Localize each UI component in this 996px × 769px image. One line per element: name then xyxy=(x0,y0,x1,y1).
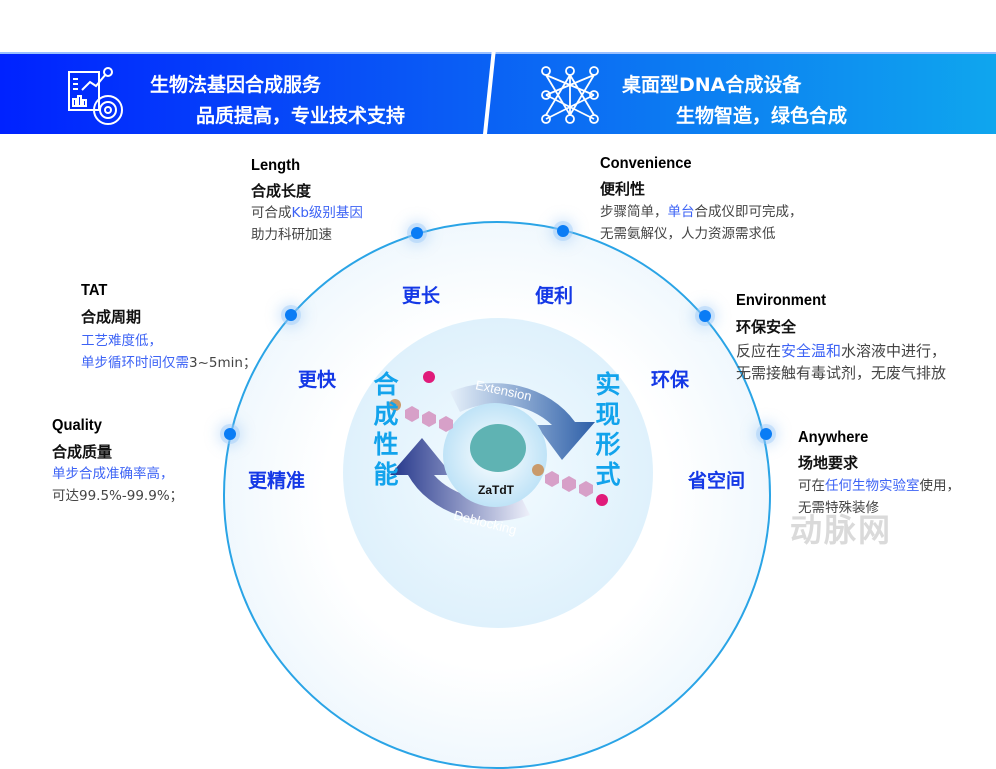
banner-left-title: 生物法基因合成服务 xyxy=(150,74,322,96)
watermark-logo: 动脉网 xyxy=(790,511,893,549)
quality-desc: 单步合成准确率高， 可达99.5%-99.9%； xyxy=(52,463,183,507)
keyword-quality: 更精准 xyxy=(248,470,306,492)
environment-desc: 反应在安全温和水溶液中进行， 无需接触有毒试剂，无废气排放 xyxy=(736,340,946,384)
keyword-length: 更长 xyxy=(402,285,441,307)
anywhere-cn: 场地要求 xyxy=(798,454,859,472)
quality-dot xyxy=(224,428,236,440)
environment-cn: 环保安全 xyxy=(736,318,797,336)
extension-arrow xyxy=(450,383,595,460)
desc-text: 可合成 xyxy=(251,205,292,221)
desc-text: 水溶液中进行， xyxy=(841,342,947,360)
desc-text: 无需接触有毒试剂，无废气排放 xyxy=(736,364,947,382)
right-vertical-label: 实现形式 xyxy=(595,370,621,489)
desc-text: 可在 xyxy=(798,478,825,494)
desc-highlight: Kb级别基因 xyxy=(291,205,363,221)
desc-highlight: 单步合成准确率高， xyxy=(52,466,174,482)
anywhere-desc: 可在任何生物实验室使用， 无需特殊装修 xyxy=(798,475,960,519)
keyword-environment: 环保 xyxy=(651,369,690,391)
desc-highlight: 单步循环时间仅需 xyxy=(81,355,189,371)
analytics-report-icon xyxy=(68,67,123,125)
banner-left-subtitle: 品质提高，专业技术支持 xyxy=(196,105,406,127)
length-dot xyxy=(411,227,423,239)
desc-text: 使用， xyxy=(919,478,961,494)
desc-highlight: 安全温和 xyxy=(781,342,842,360)
header-banner xyxy=(0,52,996,134)
desc-text: 合成仪即可完成， xyxy=(694,204,803,220)
banner-right-subtitle: 生物智造，绿色合成 xyxy=(676,105,848,127)
desc-text: 可达99.5%-99.9%； xyxy=(52,488,184,504)
quality-cn: 合成质量 xyxy=(52,443,113,461)
environment-en: Environment xyxy=(736,292,826,309)
tat-dot xyxy=(285,309,297,321)
convenience-cn: 便利性 xyxy=(600,180,646,198)
desc-text: 无需氨解仪，人力资源需求低 xyxy=(600,226,776,242)
left-vertical-label: 合成性能 xyxy=(373,370,399,489)
tat-cn: 合成周期 xyxy=(81,308,142,326)
keyword-convenience: 便利 xyxy=(535,285,574,307)
keyword-anywhere: 省空间 xyxy=(688,470,746,492)
desc-highlight: 工艺难度低， xyxy=(81,333,162,349)
convenience-dot xyxy=(557,225,569,237)
quality-en: Quality xyxy=(52,417,102,434)
desc-highlight: 任何生物实验室 xyxy=(825,478,920,494)
synthesis-cycle-diagram xyxy=(389,371,608,521)
length-en: Length xyxy=(251,157,301,174)
tat-en: TAT xyxy=(81,282,108,299)
enzyme-label: ZaTdT xyxy=(478,483,514,497)
convenience-desc: 步骤简单，单台合成仪即可完成， 无需氨解仪，人力资源需求低 xyxy=(600,201,803,245)
environment-dot xyxy=(699,310,711,322)
desc-text: 反应在 xyxy=(736,342,782,360)
desc-highlight: 单台 xyxy=(667,204,695,220)
convenience-en: Convenience xyxy=(600,155,692,172)
length-desc: 可合成Kb级别基因 助力科研加速 xyxy=(251,202,363,246)
tat-desc: 工艺难度低， 单步循环时间仅需3~5min； xyxy=(81,330,256,374)
banner-right-title: 桌面型DNA合成设备 xyxy=(622,74,802,96)
desc-text: 助力科研加速 xyxy=(251,227,332,243)
desc-text: 3~5min； xyxy=(189,355,257,371)
keyword-tat: 更快 xyxy=(298,369,337,391)
dna-strand-right xyxy=(532,464,608,506)
anywhere-dot xyxy=(760,428,772,440)
enzyme-structure-icon xyxy=(470,424,526,472)
length-cn: 合成长度 xyxy=(251,182,312,200)
desc-text: 无需特殊装修 xyxy=(798,500,879,516)
anywhere-en: Anywhere xyxy=(798,429,869,446)
network-nodes-icon xyxy=(541,66,599,124)
desc-text: 步骤简单， xyxy=(600,204,668,220)
dna-strand-left xyxy=(389,371,453,432)
